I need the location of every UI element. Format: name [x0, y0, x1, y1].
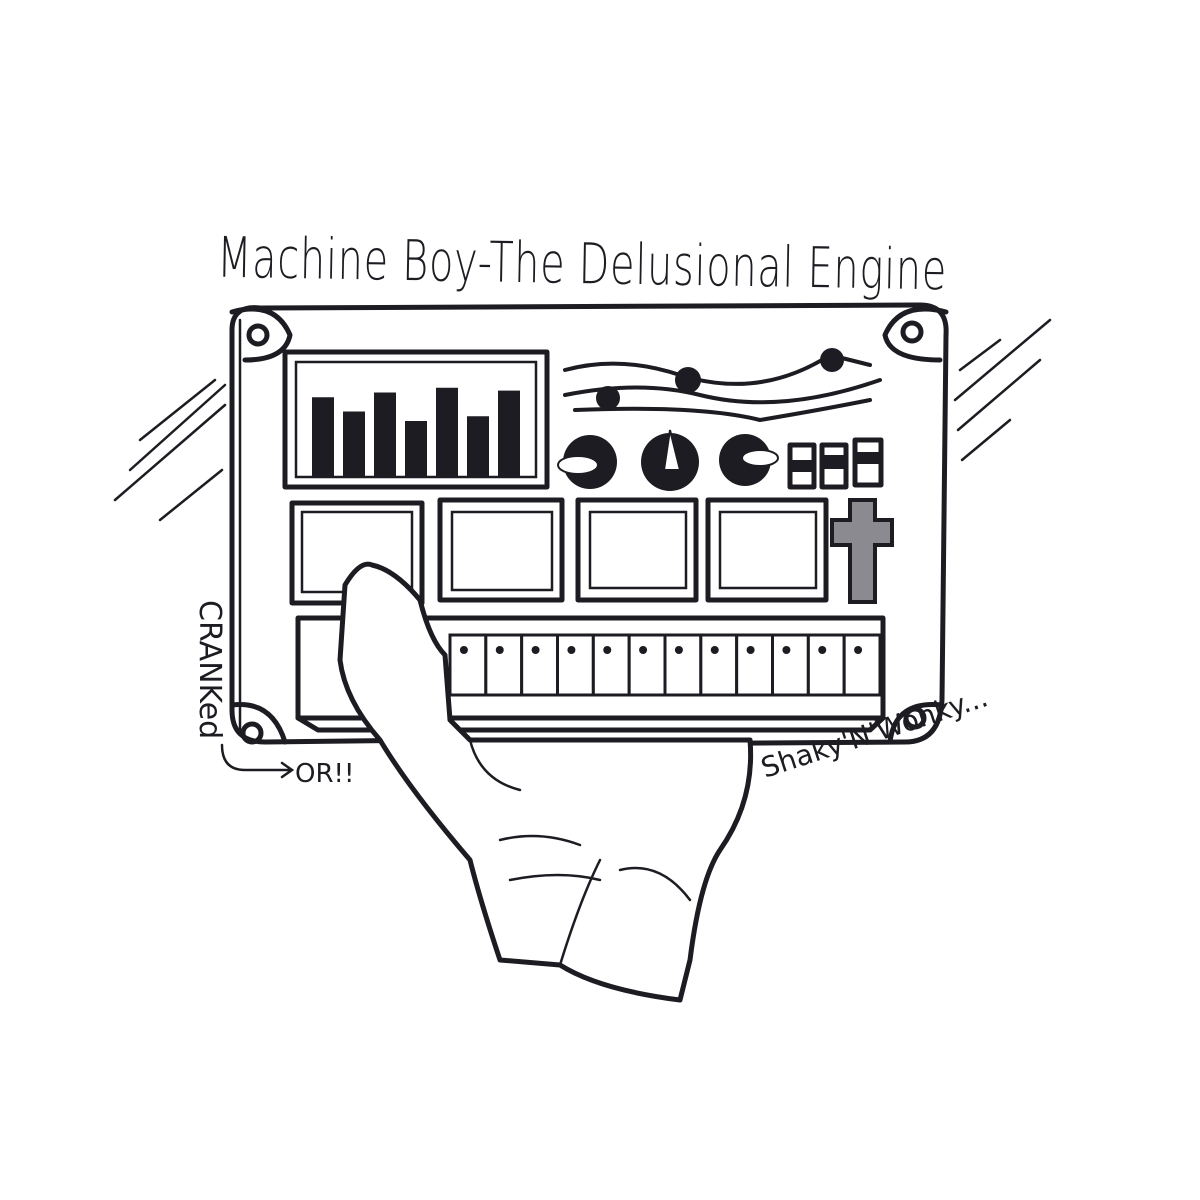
key-led-icon [495, 646, 504, 654]
meter-bar [312, 397, 334, 478]
cross-fader-icon[interactable] [830, 498, 894, 604]
level-meter-screen [282, 349, 550, 490]
key-led-icon [567, 646, 576, 654]
step-key[interactable] [591, 633, 631, 697]
key-led-icon [854, 646, 863, 654]
step-key[interactable] [484, 633, 524, 697]
label-or: OR!! [295, 759, 354, 789]
motion-lines-left [113, 378, 227, 522]
meter-bar [405, 421, 427, 478]
key-led-icon [674, 646, 683, 654]
step-key[interactable] [699, 633, 739, 697]
meter-bar [343, 411, 365, 478]
meter-bar [498, 390, 520, 478]
meter-bar [467, 416, 489, 478]
step-key[interactable] [806, 633, 846, 697]
motion-lines-right [953, 318, 1052, 462]
key-led-icon [531, 646, 540, 654]
key-led-icon [639, 646, 648, 654]
step-key[interactable] [448, 633, 488, 697]
key-led-icon [818, 646, 827, 654]
step-key[interactable] [842, 633, 882, 697]
key-led-icon [710, 646, 719, 654]
title: Machine Boy-The Delusional Engine [217, 226, 948, 304]
step-key[interactable] [627, 633, 667, 697]
step-keys[interactable] [295, 615, 886, 733]
step-key[interactable] [663, 633, 703, 697]
step-key[interactable] [556, 633, 595, 697]
key-led-icon [603, 646, 612, 654]
step-key[interactable] [735, 633, 775, 697]
key-led-icon [459, 646, 468, 654]
step-key[interactable] [520, 633, 560, 697]
big-knobs[interactable] [557, 429, 779, 491]
step-key[interactable] [771, 633, 810, 697]
meter-bar [436, 387, 458, 478]
screw-icons [229, 306, 949, 745]
arrow-icon [220, 743, 295, 779]
hand [337, 561, 754, 1003]
switches[interactable] [787, 437, 884, 490]
meter-bar [374, 392, 396, 478]
key-led-icon [782, 646, 791, 654]
key-led-icon [746, 646, 755, 654]
small-knobs[interactable] [596, 348, 844, 410]
label-cranked: CRANKed [192, 600, 227, 739]
